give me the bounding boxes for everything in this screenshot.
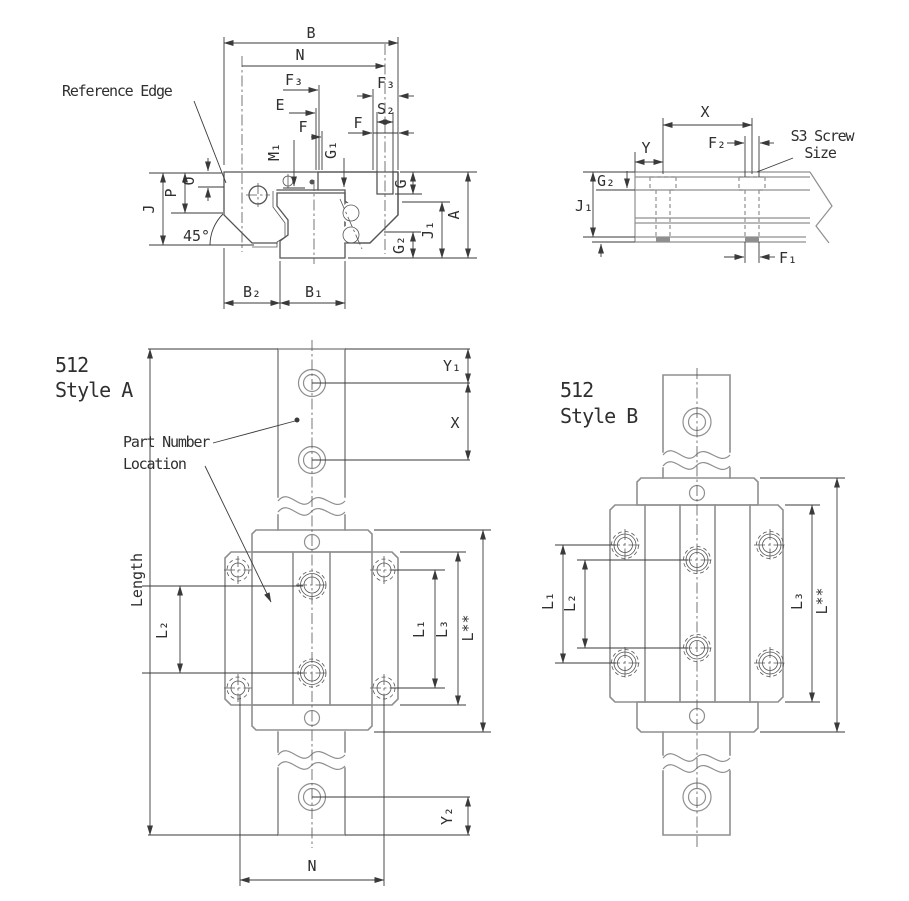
- screw-note-line1: S3 Screw: [791, 127, 856, 145]
- style-a-rail-upper-break: [277, 496, 346, 516]
- flange-hole-crosshair: [246, 183, 270, 207]
- dim-label-l1-b: L₁: [539, 592, 557, 610]
- dim-label-b2: B₂: [243, 283, 261, 301]
- style-b-end-plate-bottom: [636, 701, 759, 733]
- dim-label-l1-a: L₁: [410, 620, 428, 638]
- dim-label-x-a: X: [450, 414, 459, 432]
- style-a-block-outline: [224, 551, 399, 706]
- dim-label-y: Y: [641, 139, 650, 157]
- style-a-end-plate-bottom: [251, 704, 373, 731]
- part-number-leader-1: [212, 420, 296, 444]
- dim-label-g: G: [392, 179, 410, 188]
- rail-body-lines: [634, 171, 810, 243]
- screw-hole-outline: [376, 171, 394, 195]
- dim-label-o: O: [180, 176, 198, 185]
- style-a-end-plate-top: [251, 529, 373, 553]
- dim-label-m1: M₁: [265, 143, 283, 161]
- rail-clearance-line: [252, 191, 286, 248]
- screw-note-leader: [756, 157, 794, 173]
- dim-label-f1: F₁: [779, 249, 797, 267]
- dim-label-f3-left: F₃: [285, 71, 303, 89]
- carriage-outline: [223, 171, 399, 244]
- dim-label-g2: G₂: [390, 236, 408, 254]
- style-a-rail-lower: [277, 731, 346, 836]
- dim-label-j1-side: J₁: [575, 197, 593, 215]
- part-number-leader-2: [204, 465, 272, 603]
- style-b-extension-lines: [555, 477, 845, 733]
- dim-label-angle: 45°: [183, 227, 210, 245]
- dim-label-b1: B₁: [305, 283, 323, 301]
- style-b-view: 512 Style B L₁ L₂ L₃ L**: [539, 368, 845, 848]
- rail-side-view: X F₂ Y G₂ J₁ F₁ S3 Screw Size: [575, 103, 857, 267]
- style-b-rail-upper-break: [662, 450, 731, 470]
- dim-label-g1: G₁: [322, 141, 340, 159]
- style-a-rail-lower-break: [277, 750, 346, 770]
- dim-label-length: Length: [128, 553, 146, 607]
- style-b-rail-lower: [662, 731, 731, 836]
- style-b-mount-holes: [609, 529, 786, 679]
- rail-bolt-hole-1: [649, 176, 677, 242]
- part-number-dot: [294, 417, 300, 423]
- style-a-block-lines: [251, 551, 373, 706]
- dim-label-p: P: [162, 188, 180, 197]
- dim-label-n: N: [295, 46, 304, 64]
- style-a-style: Style A: [55, 378, 133, 402]
- style-b-style: Style B: [560, 404, 638, 428]
- dim-label-g2-side: G₂: [597, 172, 615, 190]
- dim-label-l3-a: L₃: [433, 620, 451, 638]
- dim-label-s2: S₂: [377, 100, 395, 118]
- dim-label-ltotal-a: L**: [459, 614, 477, 641]
- dim-label-x-side: X: [700, 103, 709, 121]
- dim-label-l3-b: L₃: [788, 592, 806, 610]
- dim-label-l2-b: L₂: [561, 594, 579, 612]
- ball-centerline: [339, 198, 363, 250]
- part-number-note-line1: Part Number: [123, 433, 210, 451]
- dim-label-j: J: [140, 204, 158, 213]
- style-b-block-lines: [644, 504, 751, 703]
- style-a-view: 512 Style A Part Number Location Length …: [55, 340, 491, 886]
- rail-break-line: [809, 171, 833, 244]
- reference-edge-leader: [193, 100, 227, 184]
- reference-edge-label: Reference Edge: [62, 82, 173, 100]
- part-number-note-line2: Location: [123, 455, 186, 473]
- dim-label-ltotal-b: L**: [813, 587, 831, 614]
- dim-label-y2: Y₂: [438, 807, 456, 825]
- style-b-series: 512: [560, 378, 593, 402]
- style-a-extension-lines: [142, 348, 491, 886]
- ball-pocket-upper: [340, 202, 362, 224]
- dim-label-y1: Y₁: [443, 357, 461, 375]
- style-b-block-outline: [609, 504, 784, 703]
- dim-label-f3-right: F₃: [377, 74, 395, 92]
- angle-arc: [209, 213, 224, 246]
- dim-label-f2: F₂: [708, 134, 726, 152]
- style-a-rail-upper: [277, 348, 346, 531]
- screw-note-line2: Size: [804, 144, 836, 162]
- style-b-rail-lower-break: [662, 753, 731, 773]
- ball-upper: [342, 204, 360, 222]
- dim-label-l2-a: L₂: [153, 621, 171, 639]
- dim-label-n-a: N: [307, 857, 316, 875]
- dim-label-j1: J₁: [419, 221, 437, 239]
- dim-label-f-left: F: [298, 118, 307, 136]
- ball-pocket-lower: [340, 224, 362, 246]
- dim-label-f-right: F: [353, 114, 362, 132]
- style-a-series: 512: [55, 353, 88, 377]
- dim-label-e: E: [275, 96, 284, 114]
- cross-section-view: Reference Edge B N F₃ F₃ E S₂ F F M₁ G₁ …: [62, 24, 477, 309]
- dim-label-a: A: [445, 210, 463, 219]
- rail-bolt-hole-2: [738, 176, 766, 242]
- style-b-rail-upper: [662, 374, 731, 479]
- cross-section-extension-lines: [149, 37, 477, 309]
- dim-label-b: B: [306, 24, 315, 42]
- rail-section-hatch: [276, 192, 355, 259]
- grease-hole-dot: [309, 179, 315, 185]
